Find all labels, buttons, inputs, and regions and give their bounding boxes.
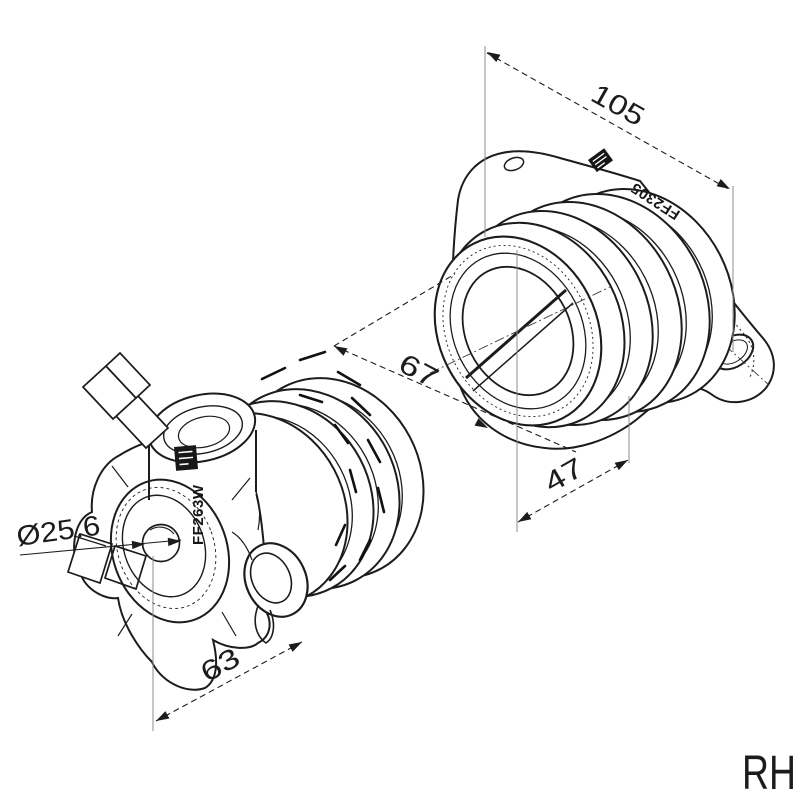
carburetor-view: FF263W [66, 350, 425, 691]
carburetor-webs [111, 465, 261, 637]
flange-adapter-view: FF2305 [429, 148, 775, 450]
brand-logo-icon [588, 148, 613, 173]
carburetor-part-marking: FF263W [190, 484, 207, 545]
carburetor-bore [141, 523, 181, 563]
rib-texture [260, 350, 386, 582]
dimension-47-label: 47 [539, 452, 589, 499]
carburetor-mount-face [109, 478, 231, 624]
hose-barb-fitting [66, 532, 148, 591]
variant-label: RH [742, 747, 796, 800]
throttle-shaft [465, 288, 567, 380]
dimension-105-label: 105 [586, 78, 650, 132]
bolt-hole-centerline [697, 320, 770, 386]
adapter-front-face [429, 235, 611, 427]
brand-logo-icon [174, 445, 199, 471]
carburetor-outlet-spigot [243, 542, 309, 644]
bore-centerline [429, 286, 611, 374]
dimension-67-label: 67 [394, 348, 444, 394]
carburetor-top-cylinder [147, 392, 257, 511]
cable-adjuster-fitting [81, 351, 170, 450]
flange-top-hole [503, 156, 525, 172]
